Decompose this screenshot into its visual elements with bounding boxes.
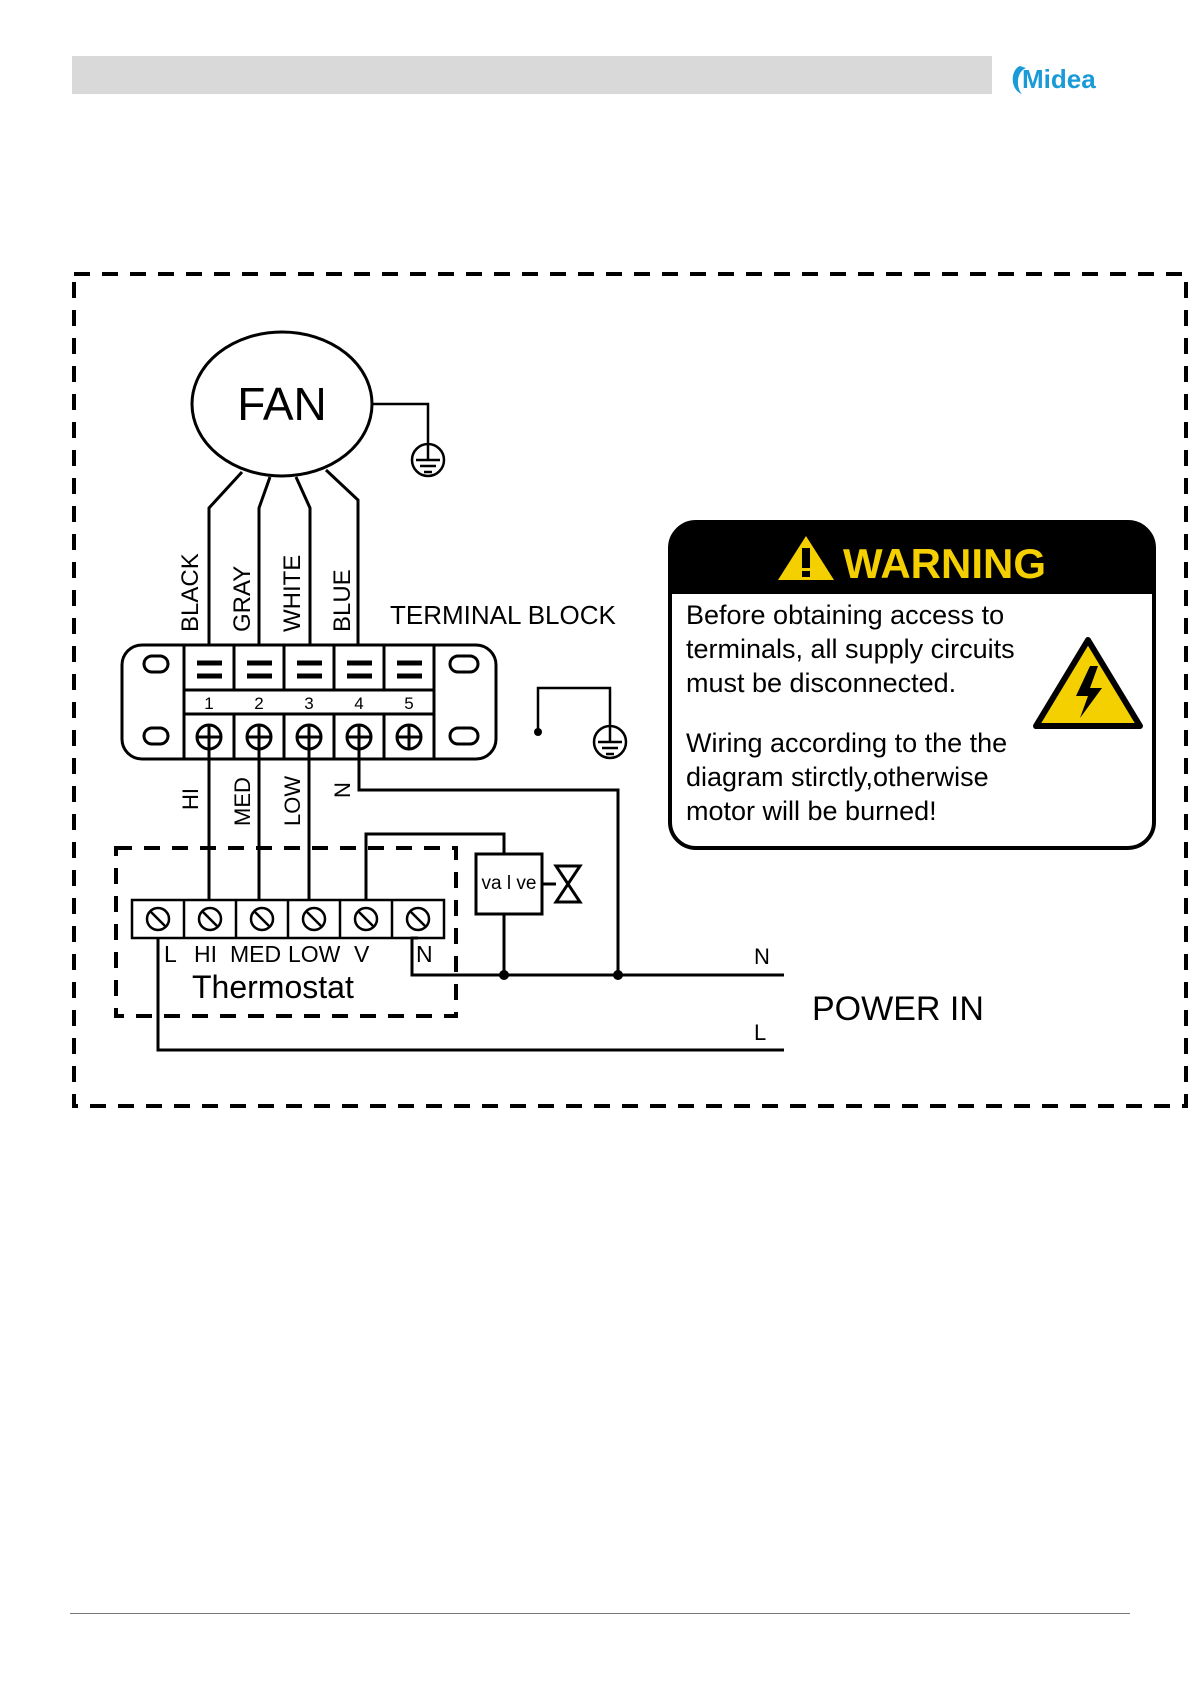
- valve-label: va l ve: [482, 873, 537, 894]
- svg-text:Wiring according to the the: Wiring according to the the: [686, 728, 1007, 758]
- output-label-low: LOW: [280, 776, 305, 826]
- terminal-number-1: 1: [204, 694, 213, 713]
- output-label-med: MED: [230, 777, 255, 826]
- wire-label-white: WHITE: [279, 555, 306, 632]
- thermostat-terminals: [132, 900, 444, 938]
- thermostat-label: Thermostat: [192, 969, 354, 1005]
- thermostat-terminal-l: L: [164, 941, 177, 967]
- thermostat-terminal-med: MED: [230, 941, 281, 967]
- wire-label-gray: GRAY: [229, 566, 256, 632]
- terminal-number-5: 5: [404, 694, 413, 713]
- thermostat-terminal-hi: HI: [194, 941, 217, 967]
- svg-text:Before obtaining access to: Before obtaining access to: [686, 600, 1004, 630]
- fan-label: FAN: [237, 378, 326, 430]
- footer-line: [70, 1613, 1130, 1614]
- svg-text:must be disconnected.: must be disconnected.: [686, 668, 956, 698]
- warning-title: WARNING: [843, 540, 1046, 587]
- block-ground-icon: [594, 726, 626, 758]
- power-n-label: N: [754, 944, 770, 969]
- thermostat-terminal-low: LOW: [288, 941, 341, 967]
- thermostat-n-wire: [412, 938, 784, 975]
- terminal-number-2: 2: [254, 694, 263, 713]
- power-in-label: POWER IN: [812, 990, 984, 1028]
- svg-text:motor will be burned!: motor will be burned!: [686, 796, 937, 826]
- svg-text:diagram stirctly,otherwise: diagram stirctly,otherwise: [686, 762, 989, 792]
- output-label-n: N: [330, 782, 355, 798]
- terminal-block: 1 2 3 4 5: [122, 645, 496, 759]
- thermostat-terminal-v: V: [354, 941, 370, 967]
- wire-label-black: BLACK: [177, 553, 204, 632]
- thermostat-terminal-n: N: [416, 941, 433, 967]
- block-ground-wire: [538, 688, 610, 732]
- terminal-block-label: TERMINAL BLOCK: [390, 600, 617, 630]
- power-l-label: L: [754, 1020, 766, 1045]
- wire-label-blue: BLUE: [329, 569, 356, 632]
- fan-ground-wire: [372, 404, 428, 448]
- terminal-number-4: 4: [354, 694, 363, 713]
- valve-icon: [542, 866, 580, 902]
- fan-ground-icon: [412, 444, 444, 476]
- output-label-hi: HI: [178, 788, 203, 810]
- warning-panel: WARNING Before obtaining access to termi…: [670, 522, 1154, 848]
- svg-text:terminals, all supply circuits: terminals, all supply circuits: [686, 634, 1015, 664]
- terminal-number-3: 3: [304, 694, 313, 713]
